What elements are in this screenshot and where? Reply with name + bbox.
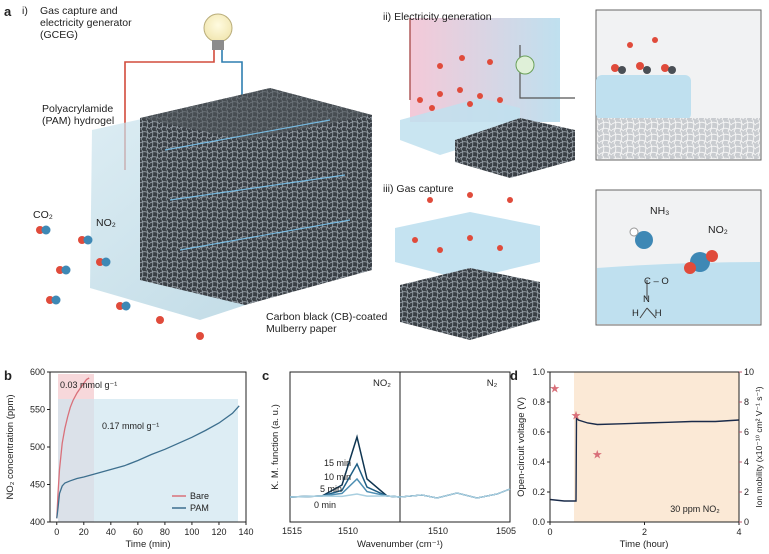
- panel-b-chart: 0 20 40 60 80 100 120 140 400 450 500 550 600 Time (…: [5, 367, 254, 550]
- no2-label: NO₂: [96, 217, 116, 229]
- d-ytick: 1.0: [532, 367, 545, 377]
- panel-d-xlabel: Time (hour): [620, 539, 669, 550]
- cb-label: Carbon black (CB)-coated Mulberry paper: [266, 311, 388, 335]
- panel-d-ylabel-right: Ion mobility (x10⁻¹⁰ cm² V⁻¹ s⁻¹): [754, 386, 764, 507]
- b-xtick: 80: [160, 527, 170, 537]
- d-ytick: 0.4: [532, 457, 545, 467]
- panel-a: a i) Gas capture and electricity generat…: [4, 4, 762, 340]
- panel-c-left-title: NO₂: [373, 378, 391, 389]
- series-pam-line: [56, 405, 240, 519]
- ion-mobility-point: ★: [549, 382, 560, 396]
- spectrum-n2-3: [399, 488, 511, 499]
- c-tick-1505: 1505: [496, 526, 516, 536]
- legend-pam: PAM: [190, 503, 209, 513]
- c-tick-1515: 1515: [282, 526, 302, 536]
- curve-label-5: 5 min: [320, 484, 342, 494]
- d-ytick-right: 8: [744, 397, 749, 407]
- panel-a-sub-i: i): [22, 5, 28, 17]
- c-tick-1510b: 1510: [428, 526, 448, 536]
- spectrum-no2-3: [289, 493, 401, 498]
- panel-c-right-title: N₂: [487, 378, 498, 389]
- curve-label-15: 15 min: [324, 458, 351, 468]
- gceg-title: Gas capture and electricity generator (G…: [40, 5, 132, 41]
- panel-b-ylabel: NO₂ concentration (ppm): [5, 394, 16, 499]
- b-xtick: 100: [184, 527, 199, 537]
- b-xtick: 140: [238, 527, 253, 537]
- d-ytick: 0.0: [532, 517, 545, 527]
- panel-d-ylabel-left: Open-circuit voltage (V): [516, 397, 527, 497]
- pam-label: Polyacrylamide (PAM) hydrogel: [42, 103, 115, 127]
- b-xtick: 0: [54, 527, 59, 537]
- d-xtick: 4: [736, 527, 741, 537]
- d-ytick-right: 10: [744, 367, 754, 377]
- b-xtick: 60: [133, 527, 143, 537]
- curve-label-10: 10 min: [324, 472, 351, 482]
- molecule-co: C – O: [644, 276, 669, 287]
- legend-bare: Bare: [190, 491, 209, 501]
- c-tick-1510a: 1510: [338, 526, 358, 536]
- d-ytick-right: 4: [744, 457, 749, 467]
- panel-c-label: c: [262, 368, 270, 383]
- panel-b-xlabel: Time (min): [125, 539, 170, 550]
- b-ytick: 500: [30, 442, 45, 452]
- no2-exposure-shade: [574, 372, 739, 522]
- b-xtick: 120: [211, 527, 226, 537]
- d-ytick-right: 0: [744, 517, 749, 527]
- ion-mobility-point: ★: [571, 409, 582, 423]
- panel-b-label: b: [4, 368, 12, 383]
- b-ytick: 600: [30, 367, 45, 377]
- panel-c-xlabel: Wavenumber (cm⁻¹): [357, 539, 443, 550]
- panel-a-sub-ii: ii) Electricity generation: [383, 11, 492, 23]
- panel-c-chart: NO₂ N₂ 15 min 10 min 5 min 0 min 1515 15…: [270, 371, 516, 550]
- d-ytick: 0.6: [532, 427, 545, 437]
- pam-annotation: 0.17 mmol g⁻¹: [102, 421, 159, 431]
- co2-label: CO₂: [33, 209, 53, 221]
- d-xtick: 0: [547, 527, 552, 537]
- series-bare-line: [56, 377, 90, 519]
- b-xtick: 40: [106, 527, 116, 537]
- gceg-illustration: [36, 9, 762, 340]
- b-xtick: 20: [79, 527, 89, 537]
- no2-right-label: NO₂: [708, 224, 728, 236]
- b-ytick: 450: [30, 480, 45, 490]
- curve-label-0: 0 min: [314, 500, 336, 510]
- b-ytick: 550: [30, 405, 45, 415]
- panel-a-sub-iii: iii) Gas capture: [383, 183, 454, 195]
- d-ytick: 0.2: [532, 487, 545, 497]
- d-ytick-right: 2: [744, 487, 749, 497]
- panel-d-chart: ★ ★ ★ 0 2 4 0.0 0.2 0.4 0.6 0.8 1.0 0 2 4 6 8 10 30 ppm …: [516, 367, 764, 550]
- molecule-n: N: [643, 294, 650, 305]
- bare-annotation: 0.03 mmol g⁻¹: [60, 380, 117, 390]
- b-ytick: 400: [30, 517, 45, 527]
- panel-a-label: a: [4, 4, 12, 19]
- panel-d-annotation: 30 ppm NO₂: [670, 504, 720, 514]
- ion-mobility-point: ★: [592, 448, 603, 462]
- d-ytick-right: 6: [744, 427, 749, 437]
- pam-shade: [58, 399, 238, 522]
- d-ytick: 0.8: [532, 397, 545, 407]
- nh3-label: NH₃: [650, 205, 670, 217]
- d-xtick: 2: [642, 527, 647, 537]
- voltage-line: [549, 414, 740, 502]
- panel-d-label: d: [510, 368, 518, 383]
- molecule-h: H H: [632, 308, 662, 319]
- panel-c-ylabel: K. M. function (a. u.): [270, 404, 281, 490]
